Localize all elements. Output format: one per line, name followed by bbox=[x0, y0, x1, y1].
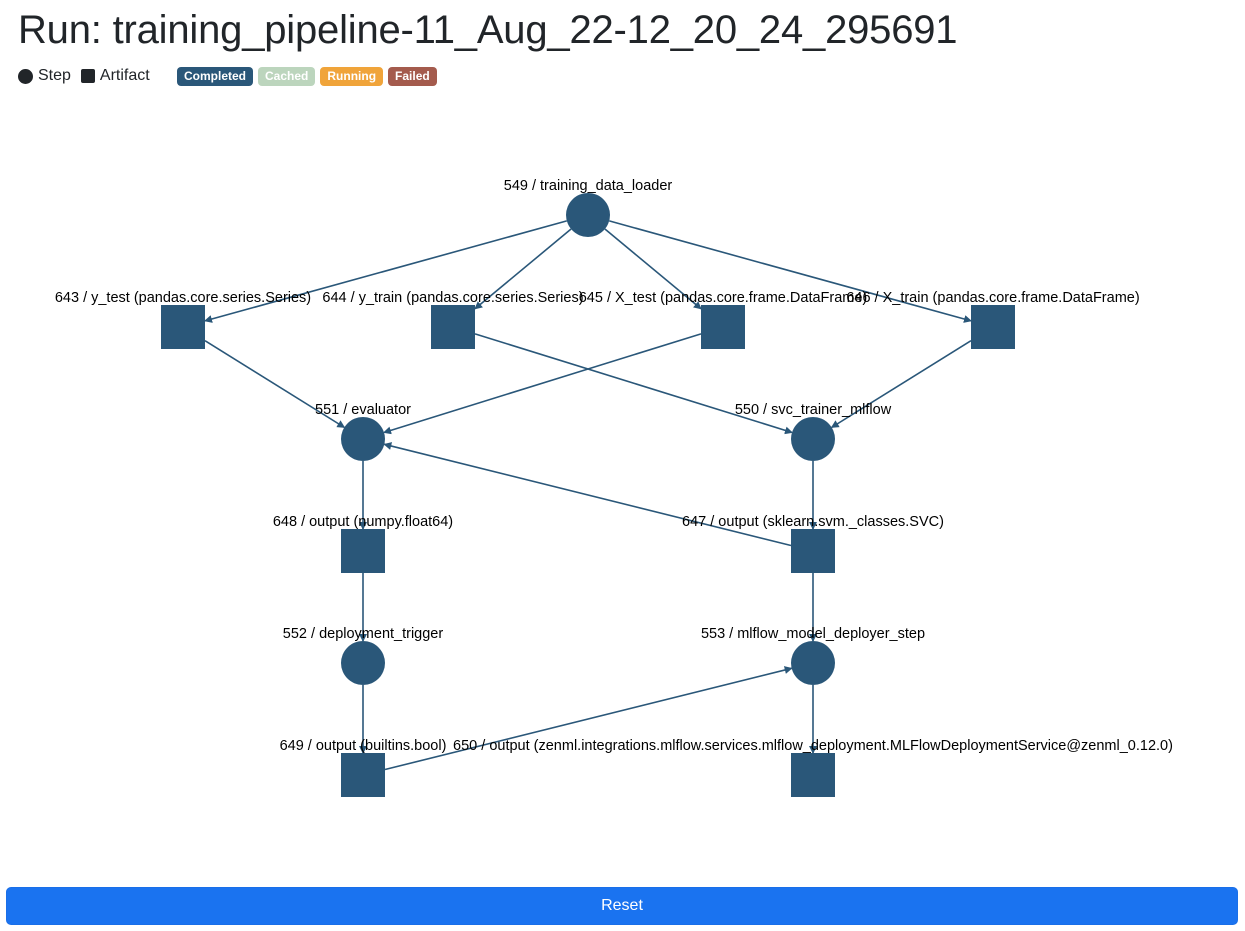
legend-step: Step bbox=[18, 67, 71, 85]
step-node-551[interactable] bbox=[341, 417, 385, 461]
labels-layer: 549 / training_data_loader 643 / y_test (… bbox=[55, 178, 1173, 754]
node-label-553: 553 / mlflow_model_deployer_step bbox=[701, 626, 925, 642]
step-node-553[interactable] bbox=[791, 641, 835, 685]
edge-649-to-553 bbox=[384, 666, 793, 771]
artifact-square-icon bbox=[80, 69, 95, 83]
artifact-node-646[interactable] bbox=[971, 305, 1015, 349]
artifact-node-649[interactable] bbox=[341, 753, 385, 797]
node-label-646: 646 / X_train (pandas.core.frame.DataFra… bbox=[846, 290, 1139, 306]
edge-549-to-643 bbox=[204, 220, 568, 323]
artifact-node-645[interactable] bbox=[701, 305, 745, 349]
step-node-550[interactable] bbox=[791, 417, 835, 461]
artifact-node-650[interactable] bbox=[791, 753, 835, 797]
pipeline-dag: 549 / training_data_loader 643 / y_test (… bbox=[55, 178, 1173, 797]
artifact-node-648[interactable] bbox=[341, 529, 385, 573]
node-label-552: 552 / deployment_trigger bbox=[283, 626, 444, 642]
edge-549-to-645 bbox=[604, 228, 702, 310]
page-title: Run: training_pipeline-11_Aug_22-12_20_2… bbox=[18, 8, 958, 52]
artifact-node-647[interactable] bbox=[791, 529, 835, 573]
node-label-549: 549 / training_data_loader bbox=[504, 178, 673, 194]
legend-artifact-label: Artifact bbox=[99, 67, 150, 84]
artifact-node-643[interactable] bbox=[161, 305, 205, 349]
node-label-645: 645 / X_test (pandas.core.frame.DataFram… bbox=[579, 290, 868, 306]
status-badge-completed: Completed bbox=[177, 67, 254, 86]
edge-549-to-646 bbox=[608, 220, 972, 323]
node-label-643: 643 / y_test (pandas.core.series.Series) bbox=[55, 290, 311, 306]
edge-644-to-550 bbox=[474, 333, 793, 435]
edge-647-to-551 bbox=[383, 442, 792, 547]
node-label-649: 649 / output (builtins.bool) bbox=[280, 738, 447, 754]
reset-button[interactable]: Reset bbox=[6, 887, 1238, 925]
nodes-layer bbox=[161, 193, 1015, 797]
node-label-550: 550 / svc_trainer_mlflow bbox=[735, 402, 892, 418]
node-label-650: 650 / output (zenml.integrations.mlflow.… bbox=[453, 738, 1173, 754]
status-badge-failed: Failed bbox=[388, 67, 437, 86]
edges-layer bbox=[204, 220, 972, 771]
node-label-551: 551 / evaluator bbox=[315, 402, 411, 418]
edge-646-to-550 bbox=[830, 340, 972, 429]
legend-artifact: Artifact bbox=[80, 67, 150, 85]
node-label-647: 647 / output (sklearn.svm._classes.SVC) bbox=[682, 514, 944, 530]
edge-549-to-644 bbox=[474, 228, 572, 310]
node-label-644: 644 / y_train (pandas.core.series.Series… bbox=[322, 290, 583, 306]
node-label-648: 648 / output (numpy.float64) bbox=[273, 514, 453, 530]
status-badges: Completed Cached Running Failed bbox=[177, 67, 437, 86]
status-badge-cached: Cached bbox=[258, 67, 316, 86]
edge-643-to-551 bbox=[204, 340, 346, 429]
artifact-node-644[interactable] bbox=[431, 305, 475, 349]
legend: Step Artifact bbox=[18, 66, 160, 86]
legend-step-label: Step bbox=[38, 67, 71, 84]
step-circle-icon bbox=[18, 68, 33, 84]
edge-645-to-551 bbox=[383, 333, 702, 435]
step-node-549[interactable] bbox=[566, 193, 610, 237]
step-node-552[interactable] bbox=[341, 641, 385, 685]
status-badge-running: Running bbox=[320, 67, 384, 86]
